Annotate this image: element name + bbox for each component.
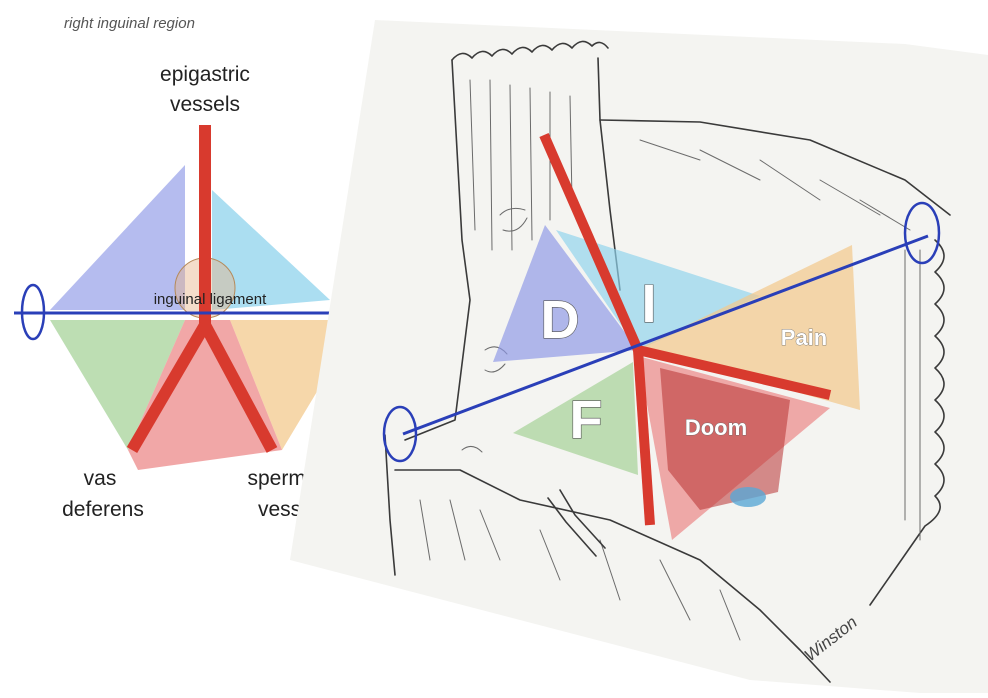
region-direct-upper-left <box>50 165 185 310</box>
anatomical-illustration: D I F Pain Doom Winston <box>290 20 988 693</box>
label-doom: Doom <box>685 415 747 440</box>
label-inguinal-ligament: inguinal ligament <box>154 291 267 308</box>
label-indirect: I <box>641 274 656 334</box>
label-vas-line2: deferens <box>62 498 144 521</box>
vessel-end-blue <box>730 487 766 507</box>
caption: right inguinal region <box>64 15 195 32</box>
label-epigastric-line2: vessels <box>170 93 240 116</box>
label-vas-line1: vas <box>84 467 117 490</box>
label-direct: D <box>541 290 580 350</box>
label-epigastric-line1: epigastric <box>160 63 250 86</box>
label-pain: Pain <box>781 325 827 350</box>
label-femoral: F <box>570 390 603 450</box>
